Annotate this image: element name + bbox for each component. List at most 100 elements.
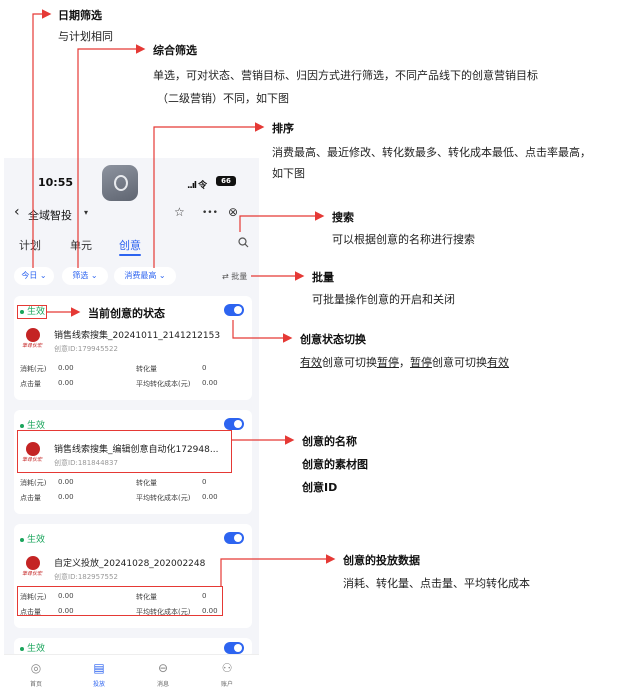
creative-card[interactable]: 生效 筆尋伙宏 销售线索搜集_20241011_2141212153 创意ID:… — [14, 296, 252, 400]
caret-down-icon[interactable]: ▾ — [84, 208, 89, 217]
avg-cost-value: 0.00 — [202, 493, 218, 501]
app-icon — [102, 165, 138, 201]
annotation-search-title: 搜索 — [332, 211, 354, 224]
creative-name: 自定义投放_20241028_202002248 — [54, 559, 206, 569]
status-label: 生效 — [20, 418, 45, 431]
creative-card[interactable]: 生效 筆尋伙宏 自定义投放_20241028_202002248 创意ID:18… — [14, 524, 252, 628]
thumbnail-logo-text: 筆尋伙宏 — [22, 457, 43, 463]
more-icon[interactable]: ••• — [202, 208, 218, 218]
account-icon[interactable]: ⚇ — [221, 661, 233, 675]
conv-label: 转化量 — [136, 365, 157, 373]
annotation-batch-title: 批量 — [312, 271, 334, 284]
back-icon[interactable]: ‹ — [14, 204, 20, 220]
status-text: 生效 — [27, 644, 46, 654]
creative-thumbnail: 筆尋伙宏 — [22, 556, 44, 578]
status-text: 生效 — [27, 535, 46, 545]
account-title[interactable]: 全域智投 — [28, 209, 72, 222]
click-label: 点击量 — [20, 608, 41, 616]
close-icon[interactable]: ⊗ — [228, 205, 239, 219]
conv-label: 转化量 — [136, 593, 157, 601]
thumbnail-logo-text: 筆尋伙宏 — [22, 571, 43, 577]
campaign-icon[interactable]: ▤ — [93, 661, 105, 675]
creative-name: 销售线索搜集_编辑创意自动化172948... — [54, 445, 219, 455]
avg-cost-value: 0.00 — [202, 379, 218, 387]
creative-thumbnail: 筆尋伙宏 — [22, 328, 44, 350]
status-time: 10:55 — [38, 176, 74, 189]
annotation-combo-desc2: （二级营销）不同，如下图 — [157, 92, 289, 105]
tab-underline — [119, 254, 141, 256]
annotation-search-desc: 可以根据创意的名称进行搜索 — [332, 233, 475, 246]
creative-id: 创意ID:182957552 — [54, 573, 118, 581]
status-dot-icon — [20, 537, 24, 542]
annotation-name-title: 创意的名称 — [302, 435, 357, 448]
sort-dropdown[interactable]: 消费最高 ⌄ — [114, 267, 176, 285]
creative-card[interactable]: 生效 筆尋伙宏 销售线索搜集_编辑创意自动化172948... 创意ID:181… — [14, 410, 252, 514]
annotation-toggle-title: 创意状态切换 — [300, 333, 366, 346]
annotation-toggle-desc: 有效创意可切换暂停，暂停创意可切换有效 — [300, 356, 509, 369]
creative-name: 销售线索搜集_20241011_2141212153 — [54, 331, 221, 341]
date-filter[interactable]: 今日 ⌄ — [14, 267, 54, 285]
batch-button[interactable]: ⇄ 批量 — [222, 272, 248, 281]
status-label: 生效 — [20, 304, 45, 317]
avg-cost-value: 0.00 — [202, 607, 218, 615]
click-value: 0.00 — [58, 379, 74, 387]
battery-icon: 66 — [216, 176, 236, 186]
click-value: 0.00 — [58, 607, 74, 615]
annotation-combo-title: 综合筛选 — [153, 44, 197, 57]
annotation-combo-desc1: 单选，可对状态、营销目标、归因方式进行筛选，不同产品线下的创意营销目标 — [153, 69, 538, 82]
tab-plan[interactable]: 计划 — [19, 239, 41, 252]
click-label: 点击量 — [20, 380, 41, 388]
cost-label: 消耗(元) — [20, 365, 47, 373]
cost-label: 消耗(元) — [20, 593, 47, 601]
status-bar: 10:55 ..ıl 令 66 — [4, 158, 259, 204]
status-toggle[interactable] — [224, 304, 244, 316]
creative-card[interactable]: 生效 — [14, 638, 252, 658]
tabbar-label-message[interactable]: 消息 — [156, 681, 169, 688]
combo-filter[interactable]: 筛选 ⌄ — [62, 267, 108, 285]
tab-creative[interactable]: 创意 — [119, 239, 141, 252]
cost-value: 0.00 — [58, 364, 74, 372]
status-highlight-box — [17, 305, 47, 319]
status-toggle[interactable] — [224, 418, 244, 430]
status-label: 生效 — [20, 641, 45, 654]
tabbar-label-home[interactable]: 首页 — [29, 681, 42, 688]
avg-cost-label: 平均转化成本(元) — [136, 494, 191, 502]
annotation-sort-title: 排序 — [272, 122, 294, 135]
annotation-name-line3: 创意ID — [302, 481, 338, 494]
tab-unit[interactable]: 单元 — [70, 239, 92, 252]
cost-value: 0.00 — [58, 478, 74, 486]
home-icon[interactable]: ◎ — [30, 661, 42, 675]
status-dot-icon — [20, 646, 24, 651]
annotation-data-title: 创意的投放数据 — [343, 554, 420, 567]
creative-id: 创意ID:179945522 — [54, 345, 118, 353]
status-text: 生效 — [27, 421, 46, 431]
conv-value: 0 — [202, 364, 207, 372]
tabbar-label-campaign[interactable]: 投放 — [92, 681, 105, 688]
status-toggle[interactable] — [224, 532, 244, 544]
annotation-name-line2: 创意的素材图 — [302, 458, 368, 471]
creative-thumbnail: 筆尋伙宏 — [22, 442, 44, 464]
star-icon[interactable]: ☆ — [174, 205, 185, 219]
tab-bar: 计划 单元 创意 — [4, 234, 259, 258]
filter-bar: 今日 ⌄ 筛选 ⌄ 消费最高 ⌄ ⇄ 批量 — [4, 264, 259, 288]
tabbar-label-account[interactable]: 账户 — [220, 681, 233, 688]
bottom-tab-bar: ◎ 首页 ▤ 投放 ⊖ 消息 ⚇ 账户 — [4, 654, 259, 692]
conv-value: 0 — [202, 478, 207, 486]
conv-label: 转化量 — [136, 479, 157, 487]
thumbnail-logo-text: 筆尋伙宏 — [22, 343, 43, 349]
annotation-date-desc: 与计划相同 — [58, 30, 113, 43]
annotation-data-desc: 消耗、转化量、点击量、平均转化成本 — [343, 577, 530, 590]
message-icon[interactable]: ⊖ — [157, 661, 169, 675]
signal-wifi-icon: ..ıl 令 — [187, 181, 207, 191]
annotation-status-title: 当前创意的状态 — [88, 307, 165, 320]
phone-screenshot: 10:55 ..ıl 令 66 ‹ 全域智投 ▾ ☆ ••• ⊗ 计划 单元 创… — [4, 158, 259, 692]
search-icon[interactable] — [238, 237, 249, 251]
name-highlight-box — [17, 430, 232, 473]
nav-bar: ‹ 全域智投 ▾ ☆ ••• ⊗ — [4, 202, 259, 228]
status-toggle[interactable] — [224, 642, 244, 654]
annotation-date-title: 日期筛选 — [58, 9, 102, 22]
annotation-sort-desc2: 如下图 — [272, 167, 305, 180]
status-dot-icon — [20, 423, 24, 428]
status-text: 生效 — [27, 307, 46, 317]
